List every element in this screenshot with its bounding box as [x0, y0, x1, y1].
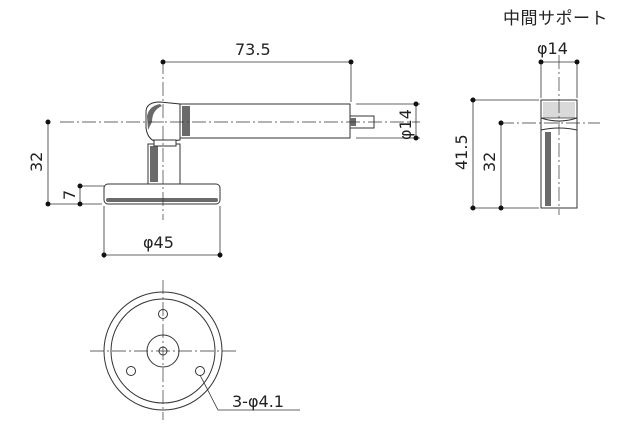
rod-shading: [182, 106, 190, 136]
dim-rod-diameter: φ14: [396, 109, 415, 140]
post-shading: [150, 146, 158, 182]
post-collar: [153, 139, 177, 147]
dim-side-diameter: φ14: [537, 39, 568, 58]
dim-side-height: 41.5: [452, 134, 471, 170]
dim-length: 73.5: [235, 40, 271, 59]
mount-hole-right: [195, 366, 205, 376]
base-shading: [106, 198, 218, 202]
mount-hole-left: [126, 366, 136, 376]
top-view: 3-φ4.1: [90, 280, 300, 420]
front-view: 73.5 φ14 32 7 φ45: [27, 40, 420, 258]
support-rod: [177, 103, 351, 139]
clamp-shading: [147, 104, 162, 130]
dim-center-height: 32: [27, 152, 46, 172]
drawing-title: 中間サポート: [503, 9, 608, 29]
dim-base-diameter: φ45: [143, 233, 174, 252]
side-shading: [545, 132, 551, 206]
side-view: φ14 41.5 32: [452, 39, 600, 215]
dim-holes: 3-φ4.1: [232, 392, 284, 411]
dim-base-thickness: 7: [60, 190, 79, 200]
dim-side-center-height: 32: [480, 152, 499, 172]
